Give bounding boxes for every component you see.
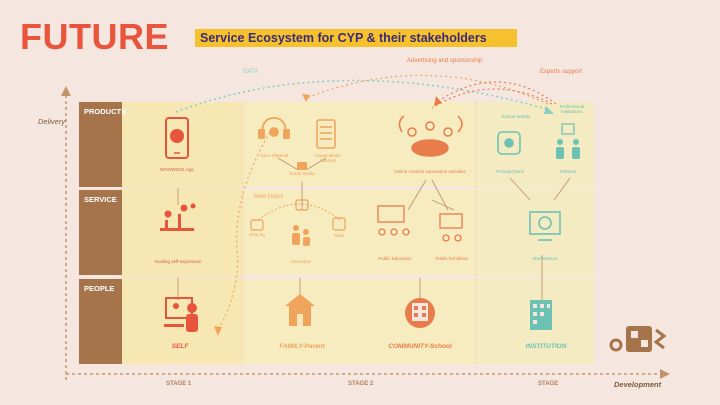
flow-label-new-users: New Users	[254, 194, 284, 200]
institution-building-icon	[530, 300, 552, 330]
node-label-provide: Provide/Stock	[496, 169, 524, 174]
social-media-icon	[297, 162, 307, 170]
category-family: FAMILY-Parent	[279, 343, 325, 350]
flow-label-advertising: Advertising and sponsorship	[407, 58, 483, 64]
public-education-icon	[377, 205, 410, 236]
tools-arc	[257, 203, 341, 221]
flow-label-data: DATA	[243, 69, 259, 75]
subtitle: Service Ecosystem for CYP & their stakeh…	[200, 31, 487, 45]
category-institution: INSTITUTION	[525, 343, 567, 350]
group-table-icon	[398, 115, 463, 157]
node-label-public-exh: Public Exhibition	[435, 256, 469, 261]
node-label-school-nearby: School nearby	[501, 114, 531, 119]
education-icon	[292, 225, 310, 246]
flow-label-experts: Experts support	[540, 69, 583, 75]
category-self: SELF	[171, 343, 189, 350]
node-label-online: Online creative expression activities	[394, 169, 466, 174]
node-label-institutions: Professional institutions	[559, 104, 585, 114]
node-label-education: Education	[290, 259, 311, 264]
headset-icon	[258, 117, 290, 139]
house-icon	[285, 294, 315, 326]
node-label-social: Social Media	[289, 171, 315, 176]
visual-media-icon	[316, 119, 336, 149]
school-building-icon	[405, 298, 435, 328]
marketplace-icon	[529, 211, 561, 241]
stage-label-2: STAGE 2	[348, 381, 374, 387]
row-label-service: SERVICE	[79, 190, 122, 275]
node-label-voice: Voice Material	[259, 153, 289, 158]
self-person-icon	[164, 297, 198, 332]
node-label-guiding: Guiding self-expression	[154, 259, 202, 264]
phone-app-icon	[165, 117, 189, 159]
node-label-public-edu: Public Education	[378, 256, 412, 261]
category-community: COMMUNITY-School	[388, 343, 452, 350]
node-label-marketplace: Marketplace	[532, 256, 558, 261]
experts-flow-2	[431, 88, 553, 109]
page-title: FUTURE	[20, 16, 169, 57]
provide-stock-icon	[497, 131, 521, 155]
sharing-small-icon	[250, 219, 264, 231]
partners-icon	[556, 123, 580, 159]
y-axis-arrow	[61, 86, 71, 96]
brand-logo-icon	[609, 326, 667, 352]
sharing-icon	[295, 199, 309, 211]
row-label-products: PRODUCTS	[79, 102, 126, 187]
x-axis-arrow	[660, 369, 670, 379]
node-label-sharing: Sharing	[249, 232, 265, 237]
tools-icon	[332, 217, 346, 231]
node-label-partners: Partners	[559, 169, 577, 174]
x-axis-label: Development	[614, 380, 662, 389]
stage-label-1: STAGE 1	[166, 381, 192, 387]
row-label-people: PEOPLE	[79, 279, 122, 364]
public-exhibition-icon	[439, 213, 463, 242]
data-flow	[175, 79, 551, 113]
node-label-app: WOOWOOL App	[160, 167, 194, 172]
stage-label-3: STAGE	[538, 381, 559, 387]
guiding-people-icon	[160, 203, 196, 231]
subtitle-banner	[195, 29, 517, 47]
node-label-tools: Tools	[333, 233, 345, 238]
stage1-column	[122, 102, 242, 364]
y-axis-label: Delivery	[38, 117, 66, 126]
node-label-visual: Visual Media Material	[315, 153, 341, 163]
